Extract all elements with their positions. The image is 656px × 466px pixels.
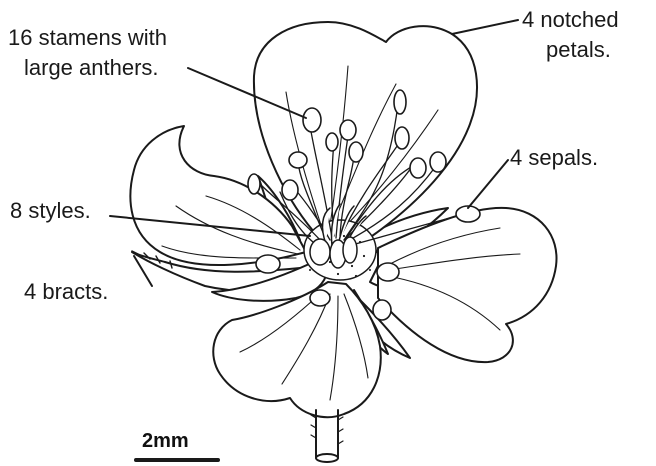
anther bbox=[430, 152, 446, 172]
anther bbox=[282, 180, 298, 200]
anther bbox=[248, 174, 260, 194]
label-stamens-line2: large anthers. bbox=[24, 54, 159, 81]
anther bbox=[349, 142, 363, 162]
anther bbox=[410, 158, 426, 178]
anther bbox=[289, 152, 307, 168]
leader-petals bbox=[452, 20, 518, 34]
petal-bottom bbox=[213, 282, 381, 417]
anther bbox=[256, 255, 280, 273]
anther bbox=[303, 108, 321, 132]
anther bbox=[373, 300, 391, 320]
label-sepals: 4 sepals. bbox=[510, 144, 598, 171]
style-base bbox=[310, 239, 330, 265]
scale-bar-label: 2mm bbox=[142, 430, 189, 453]
label-styles: 8 styles. bbox=[10, 197, 91, 224]
anther bbox=[394, 90, 406, 114]
anther bbox=[377, 263, 399, 281]
style-base bbox=[343, 237, 357, 263]
label-petals-line1: 4 notched bbox=[522, 6, 619, 33]
anther bbox=[326, 133, 338, 151]
anther bbox=[340, 120, 356, 140]
label-stamens-line1: 16 stamens with bbox=[8, 24, 167, 51]
label-petals-line2: petals. bbox=[546, 36, 611, 63]
label-bracts: 4 bracts. bbox=[24, 278, 108, 305]
anther bbox=[395, 127, 409, 149]
leader-sepals bbox=[468, 160, 508, 208]
anther bbox=[310, 290, 330, 306]
